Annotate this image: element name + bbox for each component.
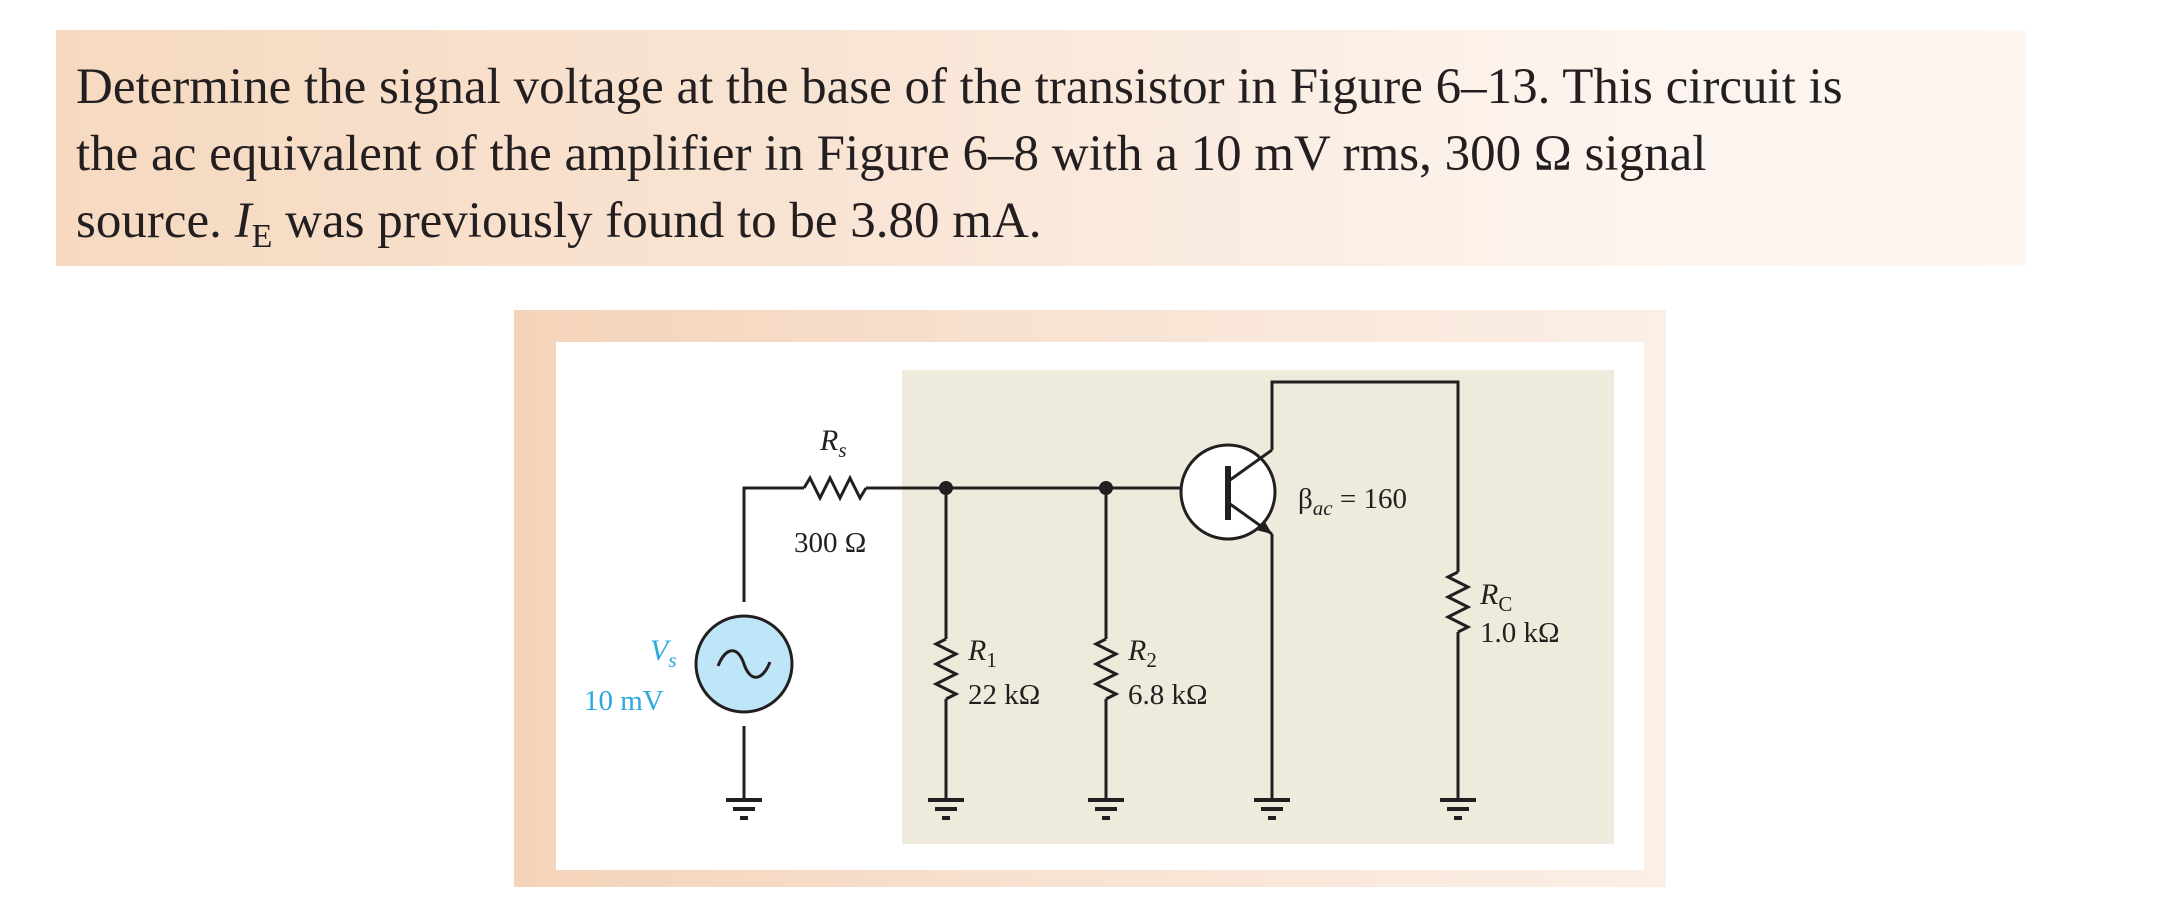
ground-icon-r1: [928, 798, 964, 820]
wire-collector-to-rc: [1270, 380, 1460, 572]
r1-value: 22 kΩ: [968, 679, 1040, 711]
ground-icon-rc: [1440, 798, 1476, 820]
figure-panel: Rs 300 Ω Vs 10 mV R1 22 kΩ R2 6.8 kΩ βac…: [556, 342, 1644, 870]
r1-resistor-symbol: [932, 637, 960, 701]
wire-source-to-rs: [742, 486, 804, 602]
problem-line-3-suffix: was previously found to be 3.80 mA.: [272, 193, 1042, 249]
junction-dot-r2: [1099, 481, 1113, 495]
rs-resistor-symbol: [802, 474, 868, 502]
transistor-emitter-arrow: [1256, 520, 1272, 534]
problem-line-3: source. IE was previously found to be 3.…: [76, 188, 2026, 255]
ie-subscript: E: [251, 218, 273, 255]
ground-icon-r2: [1088, 798, 1124, 820]
circuit-diagram: Rs 300 Ω Vs 10 mV R1 22 kΩ R2 6.8 kΩ βac…: [584, 370, 1614, 844]
problem-text: Determine the signal voltage at the base…: [76, 54, 2026, 255]
rs-value: 300 Ω: [794, 527, 866, 559]
rc-resistor-symbol: [1444, 570, 1472, 634]
source-label: Vs: [650, 634, 677, 672]
ie-symbol: I: [234, 193, 252, 249]
r2-value: 6.8 kΩ: [1128, 679, 1208, 711]
problem-line-2: the ac equivalent of the amplifier in Fi…: [76, 126, 1707, 182]
r2-label: R2: [1127, 634, 1157, 672]
problem-statement-box: Determine the signal voltage at the base…: [56, 30, 2026, 266]
rc-label-name: R: [1479, 578, 1498, 611]
transistor-collector-lead: [1229, 448, 1273, 482]
problem-line-3-prefix: source.: [76, 193, 235, 249]
r2-label-subscript: 2: [1146, 648, 1157, 672]
source-label-name: V: [650, 634, 672, 667]
rc-label: RC: [1479, 578, 1512, 616]
ac-source-sine-icon: [716, 649, 772, 679]
beta-subscript: ac: [1313, 496, 1334, 520]
rc-label-subscript: C: [1498, 592, 1512, 616]
r2-resistor-symbol: [1092, 637, 1120, 701]
rs-label-subscript: s: [838, 438, 846, 462]
problem-line-1: Determine the signal voltage at the base…: [76, 59, 1843, 115]
r1-label: R1: [967, 634, 997, 672]
amplifier-shaded-region: [902, 370, 1614, 844]
beta-symbol: β: [1298, 483, 1313, 515]
r1-label-name: R: [967, 634, 986, 667]
junction-dot-r1: [939, 481, 953, 495]
source-label-subscript: s: [668, 648, 676, 672]
beta-label: βac = 160: [1298, 483, 1407, 520]
rc-value: 1.0 kΩ: [1480, 617, 1560, 649]
beta-value: = 160: [1333, 483, 1407, 515]
ground-icon-source: [726, 798, 762, 820]
r1-label-subscript: 1: [986, 648, 997, 672]
rs-label-name: R: [819, 424, 838, 457]
rs-label: Rs: [819, 424, 847, 462]
r2-label-name: R: [1127, 634, 1146, 667]
source-value: 10 mV: [584, 685, 664, 717]
ground-icon-emitter: [1254, 798, 1290, 820]
figure-frame: Rs 300 Ω Vs 10 mV R1 22 kΩ R2 6.8 kΩ βac…: [514, 310, 1666, 887]
